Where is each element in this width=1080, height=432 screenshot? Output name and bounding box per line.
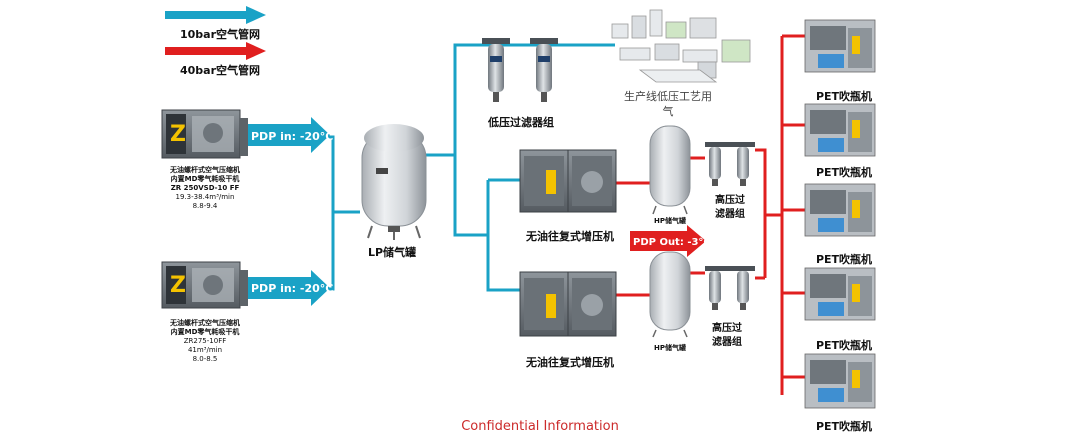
legend-high-pressure-arrow (165, 42, 266, 60)
lp-filter-group (482, 38, 558, 102)
pdp-out-label: PDP Out: -3°C (633, 237, 711, 248)
compressor-1-z-logo-icon: Z (170, 122, 186, 147)
booster-1 (519, 149, 617, 213)
pet-machine-3 (804, 183, 876, 237)
legend-high-pressure-label: 40bar空气管网 (180, 63, 260, 77)
hp-filter-group-1 (705, 142, 755, 186)
pet-machine-4-label: PET吹瓶机 (816, 338, 872, 352)
pdp-out-arrow: PDP Out: -3°C (630, 225, 711, 257)
booster-2-label: 无油往复式增压机 (525, 355, 614, 369)
compressor-2: Z (161, 261, 248, 309)
hp-filter-group-2 (705, 266, 755, 310)
process-label-line2: 气 (663, 104, 674, 118)
booster-2 (519, 271, 617, 337)
legend: 10bar空气管网 40bar空气管网 (165, 6, 266, 77)
compressor-2-specs: 无油螺杆式空气压缩机 内置MD零气耗吸干机 ZR275-10FF 41m³/mi… (169, 318, 240, 363)
hp-tank-1 (649, 125, 691, 215)
pet-machine-5-label: PET吹瓶机 (816, 419, 872, 432)
compressor-2-z-logo-icon: Z (170, 273, 186, 298)
hp-filter-1-label-line2: 滤器组 (715, 207, 745, 220)
pdp-in-arrow-1: PDP in: -20°C (248, 117, 333, 153)
pdp-in-label-2: PDP in: -20°C (251, 282, 333, 295)
confidential-footer: Confidential Information (461, 419, 619, 432)
hp-tank-1-label: HP储气罐 (654, 216, 686, 225)
pet-machine-1 (804, 19, 876, 73)
pet-machine-5 (804, 353, 876, 409)
compressor-1-pressure: 8.8-9.4 (193, 202, 218, 210)
pdp-in-label-1: PDP in: -20°C (251, 130, 333, 143)
compressor-1-flow: 19.3-38.4m³/min (176, 193, 235, 201)
production-line-icon (611, 9, 751, 83)
compressor-2-dryer: 内置MD零气耗吸干机 (171, 327, 240, 336)
booster-1-label: 无油往复式增压机 (525, 229, 614, 243)
hp-filter-2-label-line1: 高压过 (712, 321, 742, 334)
pdp-in-arrow-2: PDP in: -20°C (248, 270, 333, 306)
compressor-1: Z (161, 109, 248, 159)
pet-machine-3-label: PET吹瓶机 (816, 252, 872, 266)
pet-machine-4 (804, 267, 876, 321)
compressor-2-type: 无油螺杆式空气压缩机 (169, 318, 240, 327)
hp-filter-2-label-line2: 滤器组 (712, 335, 742, 348)
lp-tank-label: LP储气罐 (368, 245, 416, 259)
lp-filter-label: 低压过滤器组 (487, 115, 554, 129)
pet-machine-1-label: PET吹瓶机 (816, 89, 872, 103)
lp-receiver-tank (361, 124, 427, 240)
compressor-2-model: ZR275-10FF (184, 337, 227, 345)
compressor-2-pressure: 8.0-8.5 (193, 355, 218, 363)
compressor-2-flow: 41m³/min (188, 346, 222, 354)
hp-tank-2 (649, 251, 691, 338)
process-label-line1: 生产线低压工艺用 (624, 89, 712, 103)
high-pressure-pipework (615, 34, 805, 395)
legend-low-pressure-arrow (165, 6, 266, 24)
pet-machine-2-label: PET吹瓶机 (816, 165, 872, 179)
lp-filter-2 (530, 38, 558, 102)
compressor-1-type: 无油螺杆式空气压缩机 (169, 165, 240, 174)
hp-filter-1-label-line1: 高压过 (715, 193, 745, 206)
pet-machine-2 (804, 103, 876, 157)
compressor-1-model: ZR 250VSD-10 FF (171, 184, 240, 192)
lp-filter-1 (482, 38, 510, 102)
hp-tank-2-label: HP储气罐 (654, 343, 686, 352)
compressor-1-specs: 无油螺杆式空气压缩机 内置MD零气耗吸干机 ZR 250VSD-10 FF 19… (169, 165, 240, 210)
compressor-1-dryer: 内置MD零气耗吸干机 (171, 174, 240, 183)
legend-low-pressure-label: 10bar空气管网 (180, 27, 260, 41)
